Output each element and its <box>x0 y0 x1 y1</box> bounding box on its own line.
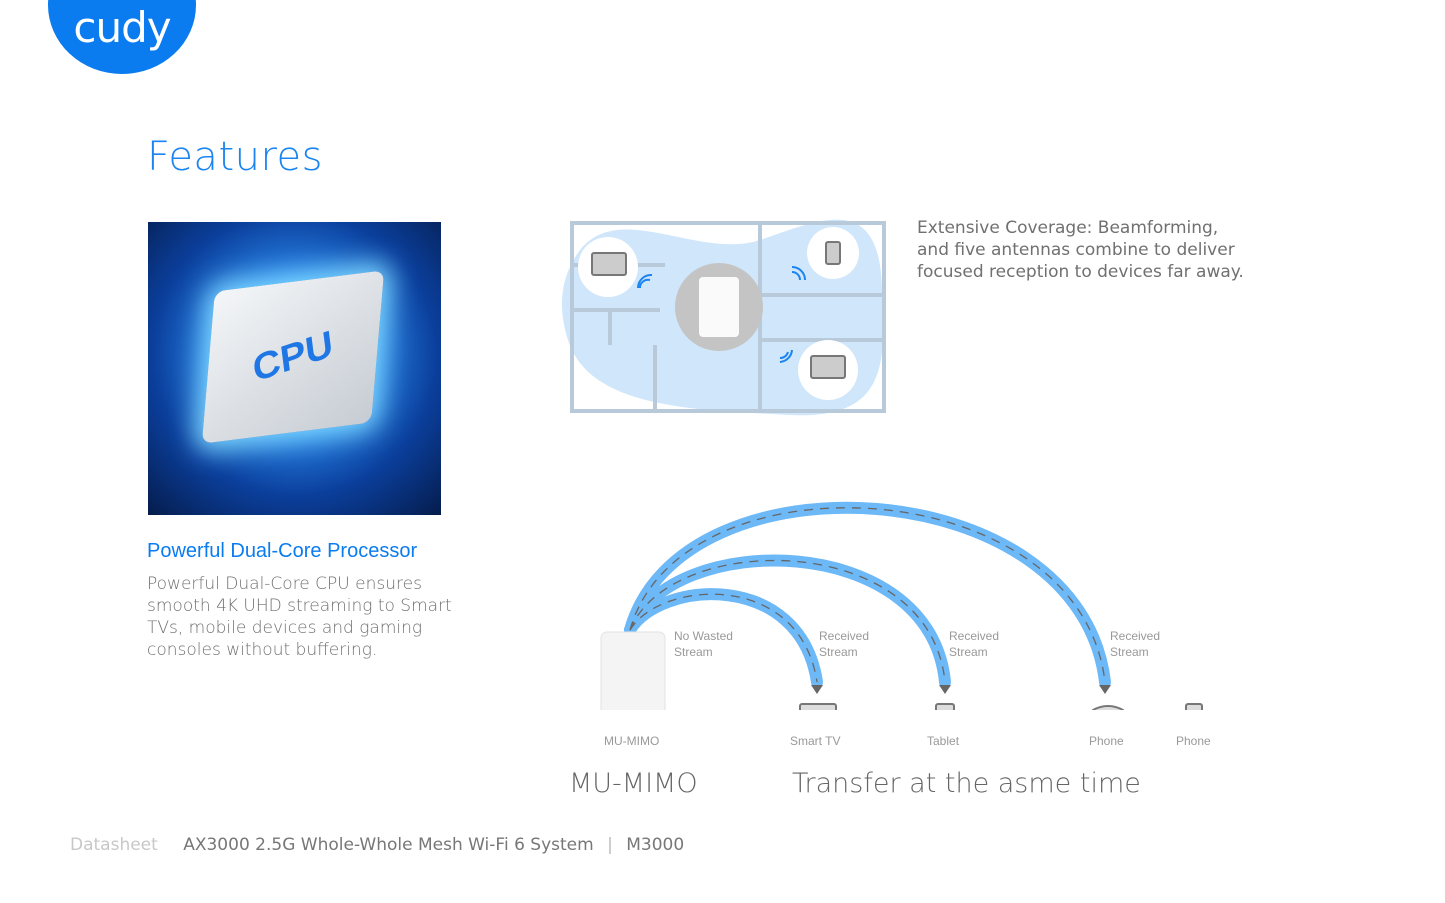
footer: Datasheet AX3000 2.5G Whole-Whole Mesh W… <box>70 835 684 855</box>
coverage-description: Extensive Coverage: Beamforming, and fiv… <box>917 218 1244 282</box>
router-icon <box>699 277 739 337</box>
router-device <box>600 631 666 710</box>
stream-dashes <box>629 507 1106 683</box>
processor-title: Powerful Dual-Core Processor <box>147 540 418 562</box>
transfer-caption: Transfer at the asme time <box>792 768 1141 799</box>
gamepad-icon <box>1091 705 1125 710</box>
cpu-label: CPU <box>250 322 336 391</box>
page-title: Features <box>147 134 323 180</box>
device-label: Phone <box>1089 734 1124 748</box>
arrow-icons <box>811 685 1111 694</box>
device-label: MU-MIMO <box>604 734 660 748</box>
stream-label: Received Stream <box>1110 629 1161 659</box>
wifi-icons <box>636 266 806 363</box>
processor-description: Powerful Dual-Core CPU ensures smooth 4K… <box>147 574 452 660</box>
stream-label: No Wasted Stream <box>674 629 733 659</box>
mu-mimo-diagram <box>600 501 1203 710</box>
monitor-icon <box>591 252 627 276</box>
footer-product: AX3000 2.5G Whole-Whole Mesh Wi-Fi 6 Sys… <box>183 835 594 855</box>
device-label: Smart TV <box>790 734 841 748</box>
phone-icon <box>1185 703 1203 710</box>
footer-doc-type: Datasheet <box>70 835 158 855</box>
cpu-image: CPU <box>148 222 441 515</box>
coverage-floorplan <box>561 219 886 416</box>
device-label: Phone <box>1176 734 1211 748</box>
footer-separator: | <box>607 835 613 855</box>
tablet-icon <box>825 241 841 265</box>
mu-mimo-caption: MU-MIMO <box>569 768 698 799</box>
stream-label: Received Stream <box>819 629 870 659</box>
footer-model: M3000 <box>626 835 685 855</box>
smart-tv-icon <box>799 703 837 710</box>
cpu-chip: CPU <box>201 270 385 444</box>
cudy-logo: cudy <box>48 0 196 74</box>
stream-label: Received Stream <box>949 629 1000 659</box>
tablet-icon <box>935 703 955 710</box>
monitor-icon <box>810 355 846 379</box>
device-label: Tablet <box>927 734 960 748</box>
logo-text: cudy <box>73 3 171 52</box>
